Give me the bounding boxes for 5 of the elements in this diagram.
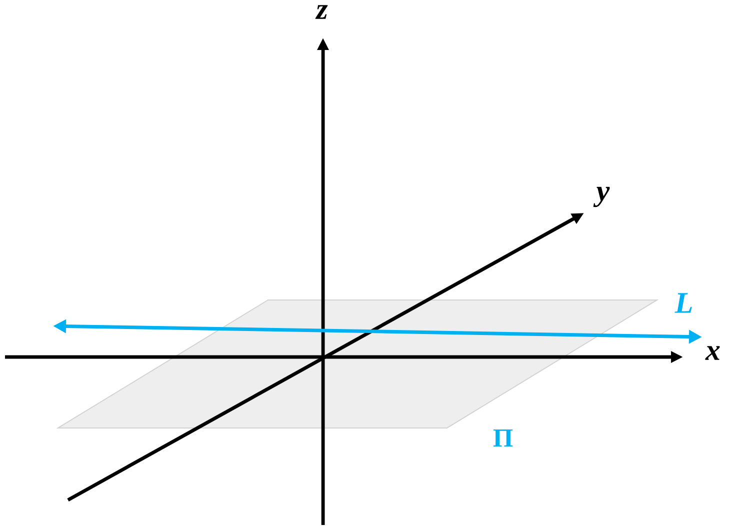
plane-label: Π bbox=[493, 429, 513, 446]
axis-label: x bbox=[705, 346, 720, 360]
line-label: L bbox=[674, 293, 692, 313]
axis-label: y bbox=[593, 186, 610, 208]
axis-label: z bbox=[315, 5, 328, 19]
